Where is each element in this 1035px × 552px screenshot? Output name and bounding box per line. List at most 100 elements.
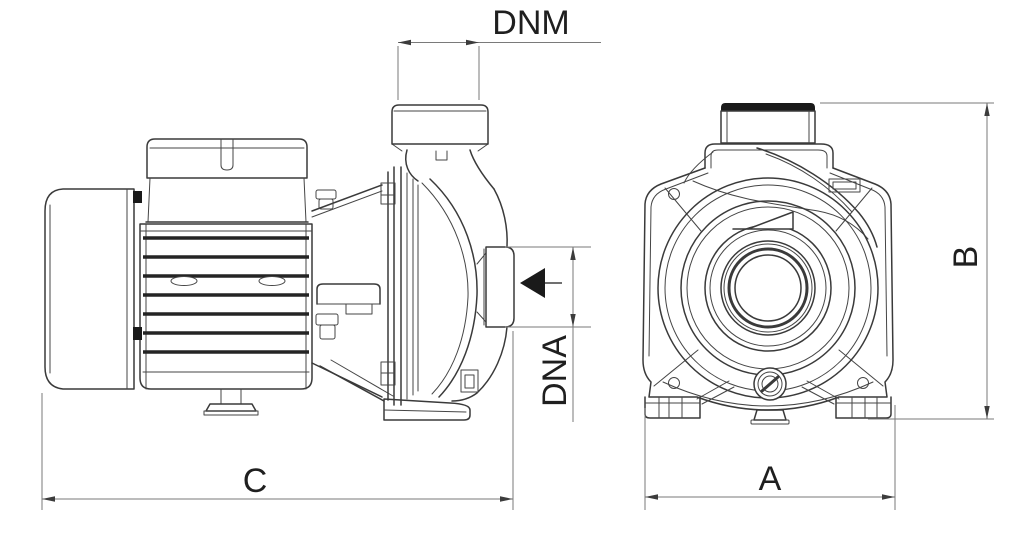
- support-brace: [319, 365, 385, 402]
- plug-mid: [757, 371, 783, 397]
- neck-flare: [477, 143, 489, 152]
- arrowhead-down: [570, 314, 576, 327]
- terminal-box-side: [147, 177, 151, 223]
- adapter-top-edge: [311, 184, 383, 212]
- face-ring: [709, 229, 827, 347]
- flow-arrow-triangle: [520, 268, 545, 298]
- foot-gusset: [801, 386, 835, 405]
- flow-direction-arrow-icon: [520, 268, 562, 298]
- terminal-box-cap: [146, 138, 308, 179]
- rotation-direction-arrow-icon: [732, 211, 794, 230]
- foot-lug-bolt: [464, 374, 475, 389]
- motor-foot-pad: [205, 403, 257, 412]
- tie-bolt-nut: [319, 324, 336, 340]
- flange-plate: [380, 166, 419, 406]
- tie-bolt-head: [315, 189, 337, 200]
- arrowhead-up: [984, 103, 990, 116]
- face-ring: [657, 177, 879, 399]
- arrowhead-right: [500, 496, 513, 502]
- discharge-port-front: [704, 103, 834, 169]
- volute-outer-top: [493, 188, 508, 248]
- corner-rib: [835, 187, 873, 232]
- tie-bolt: [133, 191, 142, 203]
- motor-body: [133, 191, 313, 416]
- volute-casing: [391, 143, 508, 402]
- motor-slot: [170, 276, 198, 286]
- face-ring: [664, 184, 872, 392]
- dimension-b: B: [820, 102, 994, 420]
- impeller-cover-arc: [429, 178, 478, 398]
- dimension-label-c: C: [243, 462, 268, 500]
- terminal-box-slot: [220, 138, 234, 171]
- pump-foot-line: [383, 409, 467, 413]
- flange-lug: [380, 372, 396, 386]
- face-ring: [723, 243, 813, 333]
- bottom-drain-rim: [750, 419, 790, 425]
- volute-spiral-line: [692, 180, 869, 240]
- plug-slot: [760, 375, 780, 393]
- drain-plug: [753, 367, 787, 401]
- motor-foot-base: [203, 410, 259, 416]
- impeller-cover-arc-inner: [421, 182, 469, 395]
- corner-rib: [664, 187, 702, 232]
- casing-inner-right: [829, 172, 888, 357]
- suction-eye-edge: [727, 247, 809, 329]
- arrowhead-right: [882, 494, 895, 500]
- motor-slot: [258, 276, 286, 286]
- bolt-hole: [857, 377, 869, 389]
- support-arm: [316, 283, 381, 305]
- discharge-port-side: [391, 104, 489, 145]
- pump-foot-plate: [383, 398, 471, 421]
- corner-rib: [653, 349, 699, 387]
- foot-lug: [460, 369, 479, 393]
- tie-bolt-head: [315, 313, 339, 326]
- neck-tab: [435, 150, 448, 161]
- adapter-top-edge-inner: [311, 190, 383, 218]
- dimension-label-a: A: [759, 460, 782, 498]
- suction-port-outline: [485, 246, 515, 328]
- discharge-port-outline: [391, 104, 489, 145]
- volute-outer-bottom: [451, 326, 508, 402]
- arrowhead-up: [570, 247, 576, 260]
- bolt-hole: [668, 188, 680, 200]
- suction-port-side: [483, 246, 515, 328]
- tie-bolt: [133, 327, 142, 340]
- discharge-neck-left: [405, 149, 419, 182]
- fan-cover: [44, 188, 135, 390]
- foot-gusset: [806, 380, 840, 400]
- support-arm-step: [345, 303, 373, 315]
- volute-swoosh-right-inner: [765, 153, 853, 213]
- arrowhead-down: [984, 406, 990, 419]
- tie-bolt-nut: [318, 198, 334, 210]
- volute-swoosh-left: [683, 151, 714, 184]
- foot-gusset: [701, 386, 735, 405]
- casing-face-rings: [657, 177, 879, 399]
- dimension-dna: DNA: [505, 246, 591, 422]
- dimension-label-dnm: DNM: [492, 4, 569, 42]
- terminal-box: [145, 138, 309, 223]
- bolt-hole: [668, 377, 680, 389]
- casing-bottom-arc: [662, 381, 874, 407]
- volute-swoosh-right: [756, 147, 878, 248]
- motor-cooling-fins: [143, 236, 309, 354]
- arrowhead-left: [645, 494, 658, 500]
- right-foot: [835, 396, 892, 419]
- dimension-label-b: B: [947, 246, 985, 269]
- arrowhead-left: [398, 39, 411, 46]
- foot-gusset: [696, 380, 730, 400]
- arrowhead-right: [466, 39, 479, 46]
- fan-cover-outline: [44, 188, 135, 390]
- port-cylinder: [720, 110, 816, 144]
- casing-inner-left: [648, 172, 709, 357]
- left-foot: [644, 396, 701, 419]
- plug-inner: [761, 375, 779, 393]
- casing-tab: [828, 178, 861, 193]
- support-brace-inner: [330, 359, 394, 397]
- dimension-label-dna: DNA: [536, 335, 574, 407]
- port-top-band: [721, 103, 815, 111]
- face-ring: [686, 206, 850, 370]
- rotation-arrow-triangle: [747, 211, 794, 230]
- suction-cone-line: [476, 252, 487, 265]
